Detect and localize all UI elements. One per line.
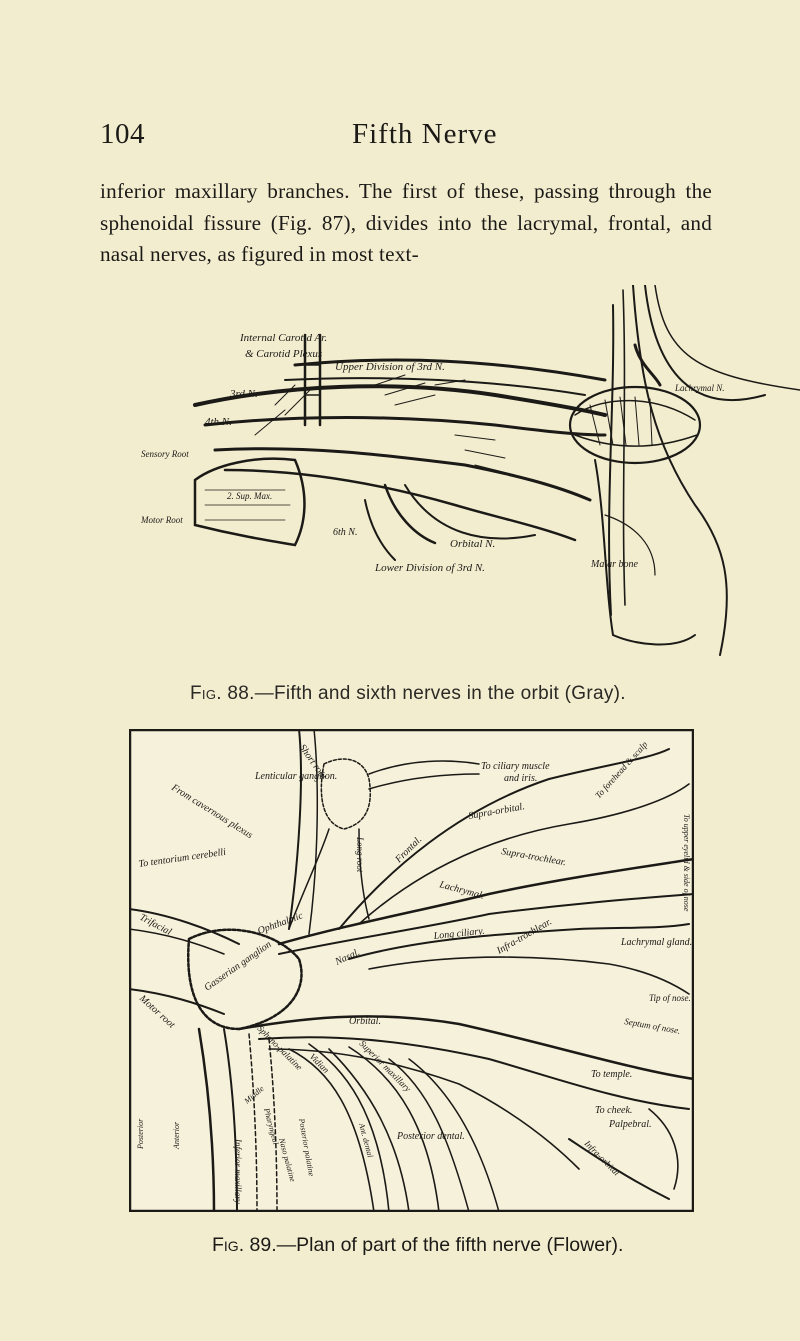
label-infra-orbital: Infra-orbital (582, 1138, 622, 1178)
label-inferior-maxillary: Inferior maxillary (233, 1138, 243, 1204)
label-third-n: 3rd N. (229, 388, 258, 400)
label-nasal: Nasal. (333, 947, 362, 968)
label-lachrymal-88: Lachrymal N. (674, 383, 725, 393)
label-fourth-n: 4th N. (205, 416, 232, 428)
label-orbital-n: Orbital N. (450, 538, 495, 550)
label-from-cavernous-plexus: From cavernous plexus (169, 782, 255, 841)
label-tip-of-nose: Tip of nose. (649, 993, 691, 1003)
label-long-ciliary: Long ciliary. (432, 926, 485, 942)
label-gasserian-ganglion: Gasserian ganglion (202, 939, 273, 993)
figure-89-caption: Fig. 89.—Plan of part of the fifth nerve… (212, 1234, 623, 1257)
label-and-iris: and iris. (504, 773, 537, 784)
label-lachrymal: Lachrymal. (437, 879, 485, 902)
label-ant-dental: Ant. dental (357, 1121, 375, 1159)
label-carotid-plexus: & Carotid Plexus (245, 348, 322, 360)
figure-89-number: Fig. 89. (212, 1234, 277, 1256)
label-ophthalmic: Ophthalmic (256, 910, 305, 937)
label-posterior-palatine: Posterior palatine (297, 1117, 316, 1178)
label-pharyngeal: Pharyngeal (262, 1106, 281, 1146)
label-supra-trochlear: Supra-trochlear. (500, 846, 566, 868)
label-infra-trochlear: Infra-trochlear. (494, 916, 554, 957)
label-posterior: Posterior (136, 1118, 145, 1150)
label-long-root: Long root (355, 836, 365, 873)
label-to-ciliary-muscle: To ciliary muscle (481, 761, 550, 772)
label-upper-division: Upper Division of 3rd N. (335, 361, 445, 373)
label-spheno-palatine: Spheno-palatine (256, 1023, 305, 1072)
figure-88-caption-text: —Fifth and sixth nerves in the orbit (Gr… (254, 683, 626, 704)
label-lachrymal-gland: Lachrymal gland. (620, 937, 692, 948)
label-sup-max: 2. Sup. Max. (227, 491, 272, 501)
figure-89-diagram: Short root From cavernous plexus Lenticu… (129, 729, 694, 1212)
figure-88-number: Fig. 88. (190, 683, 255, 704)
label-motor-root: Motor Root (140, 515, 183, 525)
label-to-temple: To temple. (591, 1069, 632, 1080)
figure-88-caption: Fig. 88.—Fifth and sixth nerves in the o… (190, 683, 626, 705)
label-sixth-n: 6th N. (333, 527, 357, 538)
label-lower-division: Lower Division of 3rd N. (374, 562, 485, 574)
label-palpebral: Palpebral. (608, 1119, 652, 1130)
label-to-upper-eyelid: To upper eyelid & side of nose (682, 814, 691, 912)
label-septum-of-nose: Septum of nose. (624, 1016, 682, 1036)
label-internal-carotid: Internal Carotid Ar. (239, 332, 327, 344)
label-to-tentorium-cerebelli: To tentorium cerebelli (138, 847, 227, 870)
label-lenticular-ganglion: Lenticular ganglion. (254, 771, 337, 782)
label-motor-root-89: Motor root (136, 992, 177, 1030)
label-supra-orbital: Supra-orbital. (468, 801, 526, 822)
running-title: Fifth Nerve (352, 118, 498, 150)
label-superior-maxillary: Superior maxillary (358, 1038, 413, 1093)
label-posterior-dental: Posterior dental. (396, 1131, 465, 1142)
figure-89-caption-text: —Plan of part of the fifth nerve (Flower… (276, 1234, 624, 1256)
label-orbital: Orbital. (349, 1016, 381, 1027)
label-middle: Middle (242, 1084, 266, 1106)
label-to-cheek: To cheek. (595, 1105, 632, 1116)
page-number: 104 (100, 118, 145, 150)
body-paragraph: inferior maxillary branches. The first o… (100, 179, 712, 266)
label-sensory-root: Sensory Root (141, 449, 189, 459)
label-to-forehead-scalp: To forehead & scalp (593, 739, 650, 800)
label-malar-bone: Malar bone (590, 559, 639, 570)
figure-88-illustration: Internal Carotid Ar. & Carotid Plexus Up… (140, 285, 800, 656)
label-anterior: Anterior (172, 1121, 181, 1150)
